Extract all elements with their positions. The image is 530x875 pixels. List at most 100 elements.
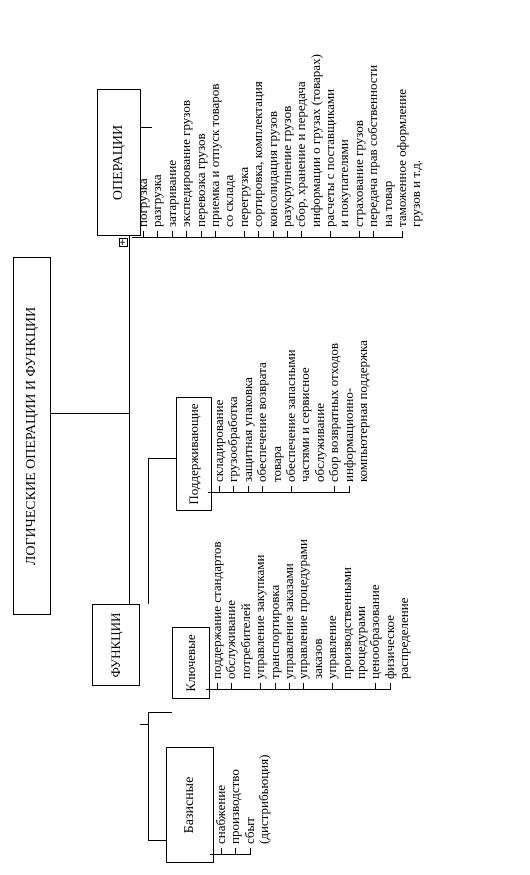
group-box-key: Ключевые: [172, 627, 210, 699]
connector-basic-h: [148, 724, 149, 841]
support-item: частями и сервисное: [297, 340, 313, 493]
support-item-text: сбор возвратных отходов: [326, 342, 342, 482]
group-box-basic: Базисные: [166, 747, 214, 863]
operations-item: на товар: [379, 54, 395, 238]
support-item: складирование: [211, 340, 226, 493]
operations-item: и покупателями: [336, 54, 352, 238]
operations-item-text: приемка и отпуск товаров: [206, 83, 222, 227]
support-item-text: обеспечение запасными: [282, 349, 298, 482]
support-item: компьютерная поддержка: [354, 340, 370, 493]
group-label-basic: Базисные: [182, 776, 197, 834]
key-item-text: поддержание стандартов: [209, 541, 224, 679]
operations-item-text: таможенное оформление: [394, 88, 410, 227]
key-item-text: распределение: [396, 597, 412, 679]
operations-item-text: перевозка грузов: [192, 133, 208, 227]
operations-item: экспедирование грузов: [178, 54, 194, 238]
operations-item: перевозка грузов: [192, 54, 208, 238]
connector-key-bar: [148, 712, 149, 725]
operations-item-text: на товар: [379, 180, 395, 227]
key-item: управление процедурами: [295, 539, 311, 690]
basic-item: снабжение: [213, 755, 228, 855]
key-item-text: ценообразование: [367, 584, 383, 679]
operations-item-text: грузов и т.д.: [408, 159, 424, 227]
key-item-text: заказов: [309, 638, 325, 680]
operations-item-text: погрузка: [135, 178, 150, 227]
operations-item-text: и покупателями: [336, 139, 352, 227]
key-item-text: потребителей: [237, 603, 253, 679]
support-item-text: частями и сервисное: [297, 367, 313, 482]
key-item: транспортировка: [267, 539, 282, 690]
bullet-dash-icon: [249, 848, 251, 855]
support-item: грузообработка: [225, 340, 241, 493]
operations-item-text: экспедирование грузов: [178, 100, 194, 227]
key-item: управление: [324, 539, 339, 690]
basic-item: производство: [227, 755, 243, 855]
bullet-dash-icon: [389, 683, 391, 690]
basic-guide-line: [210, 854, 250, 855]
key-item: распределение: [396, 539, 412, 690]
support-item-text: обеспечение возврата: [254, 362, 270, 482]
operations-item: грузов и т.д.: [408, 54, 424, 238]
operations-item: расчеты с поставщиками: [322, 54, 338, 238]
connector-support-up: [148, 458, 176, 459]
connector-support-bar: [148, 459, 149, 604]
basic-item-text: (дистрибьюция): [256, 754, 272, 844]
operations-item: перегрузка: [235, 54, 251, 238]
key-item: управление заказами: [281, 539, 296, 690]
key-item: физическое: [381, 539, 397, 690]
support-item: информационно-: [340, 340, 356, 493]
support-item: сбор возвратных отходов: [326, 340, 342, 493]
key-item-text: процедурами: [352, 605, 368, 679]
support-item-text: информационно-: [340, 387, 356, 482]
group-label-support: Поддерживающие: [186, 403, 201, 505]
support-item: обеспечение запасными: [282, 340, 298, 493]
operations-item: информации о грузах (товарах): [307, 54, 323, 238]
root-label: ЛОГИЧЕСКИЕ ОПЕРАЦИИ И ФУНКЦИИ: [24, 306, 39, 566]
support-item-text: компьютерная поддержка: [354, 340, 370, 482]
support-item-text: обслуживание: [311, 402, 327, 482]
operations-item-text: разгрузка: [149, 174, 165, 227]
operations-item-text: расчеты с поставщиками: [322, 88, 338, 227]
basic-item-text: производство: [227, 769, 243, 844]
support-item-text: складирование: [211, 399, 226, 482]
group-label-key: Ключевые: [183, 634, 198, 692]
support-item-text: товара: [268, 445, 284, 482]
key-item: заказов: [309, 539, 325, 690]
key-item: ценообразование: [367, 539, 383, 690]
operations-guide-line: [132, 237, 403, 238]
operations-item: погрузка: [135, 54, 150, 238]
operations-item-text: передача прав собственности: [365, 64, 381, 227]
operations-item: затаривание: [164, 54, 179, 238]
operations-item: разгрузка: [149, 54, 165, 238]
operations-item-text: информации о грузах (товарах): [307, 54, 323, 227]
operations-label: ОПЕРАЦИИ: [111, 124, 126, 201]
functions-box: ФУНКЦИИ: [92, 604, 140, 686]
operations-item-text: перегрузка: [235, 166, 251, 227]
operations-item-text: консолидация грузов: [264, 110, 280, 227]
key-item-text: физическое: [381, 615, 397, 679]
operations-item: страхование грузов: [351, 54, 366, 238]
operations-item: приемка и отпуск товаров: [206, 54, 222, 238]
operations-item: таможенное оформление: [394, 54, 410, 238]
operations-item: сбор, хранение и передача: [293, 54, 308, 238]
support-item: обслуживание: [311, 340, 327, 493]
bullet-dash-icon: [348, 486, 350, 493]
key-item-text: управление процедурами: [295, 539, 311, 679]
key-item: обслуживание: [223, 539, 238, 690]
key-item: производственными: [339, 539, 354, 690]
key-item: процедурами: [352, 539, 368, 690]
support-item-text: грузообработка: [225, 396, 241, 482]
plus-symbol: +: [118, 238, 128, 246]
plus-box-icon[interactable]: +: [118, 238, 128, 247]
support-item-text: защитная упаковка: [239, 377, 255, 482]
support-item: защитная упаковка: [239, 340, 255, 493]
operations-item: со склада: [221, 54, 236, 238]
key-guide-line: [206, 689, 390, 690]
group-box-support: Поддерживающие: [176, 397, 212, 511]
basic-item-text: снабжение: [213, 784, 228, 844]
